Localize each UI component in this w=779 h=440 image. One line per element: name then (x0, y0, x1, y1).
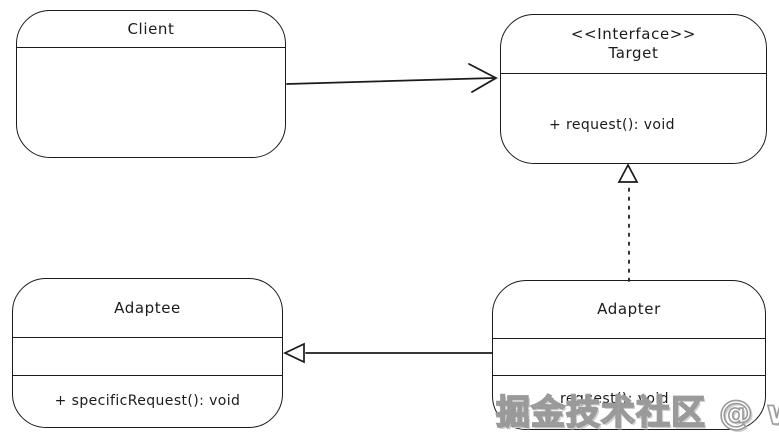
method-specific-request: + specificRequest(): void (54, 393, 241, 409)
class-title-compartment: Adaptee (13, 279, 282, 338)
method-request: + request(): void (543, 391, 669, 407)
association-arrow-client-to-target (286, 63, 498, 93)
class-name-target: Target (608, 44, 659, 62)
class-title-compartment: Adapter (493, 281, 765, 339)
generalization-arrow-adapter-to-adaptee (283, 342, 493, 364)
class-name-client: Client (127, 19, 175, 38)
class-methods-compartment: + specificRequest(): void (13, 376, 282, 409)
class-title-compartment: Client (17, 11, 285, 48)
class-box-target: <<Interface>> Target + request(): void (500, 14, 767, 164)
class-box-adaptee: Adaptee + specificRequest(): void (12, 278, 283, 428)
class-attributes-compartment (13, 338, 282, 376)
realization-arrow-adapter-to-target (617, 163, 639, 282)
watermark-text: 掘金技术社区 @ wmze (495, 392, 779, 434)
method-request: + request(): void (549, 117, 675, 133)
class-name-adapter: Adapter (597, 300, 661, 318)
class-name-adaptee: Adaptee (114, 298, 181, 317)
class-methods-compartment: + request(): void (501, 74, 766, 133)
class-title-compartment: <<Interface>> Target (501, 15, 766, 74)
stereotype-interface: <<Interface>> (570, 25, 697, 43)
class-box-client: Client (16, 10, 286, 158)
class-attributes-compartment (493, 339, 765, 376)
class-box-adapter: Adapter + request(): void (492, 280, 766, 430)
class-methods-compartment: + request(): void (493, 376, 765, 407)
